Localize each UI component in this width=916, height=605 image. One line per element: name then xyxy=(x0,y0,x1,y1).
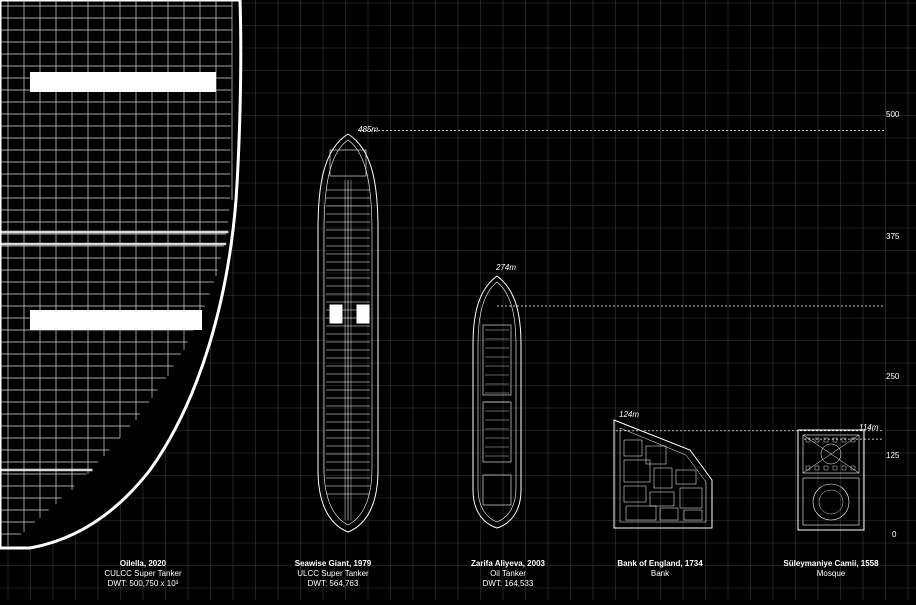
oilella-deck-block-upper xyxy=(30,72,216,92)
caption-dwt: DWT: 500,750 x 10³ xyxy=(107,579,179,588)
caption-oilella: Oilella, 2020 CULCC Super Tanker DWT: 50… xyxy=(58,559,228,589)
mosque-column xyxy=(814,437,820,443)
bank-room xyxy=(659,507,679,521)
caption-type: Oil Tanker xyxy=(490,569,526,578)
bank-room xyxy=(623,459,651,483)
length-label-seawise: 485m xyxy=(358,125,379,134)
seawise-giant-drawing xyxy=(317,133,379,533)
scale-tick-500: 500 xyxy=(886,110,900,119)
caption-dwt: DWT: 164,533 xyxy=(482,579,534,588)
caption-title: Oilella, 2020 xyxy=(119,559,167,568)
caption-title: Süleymaniye Camii, 1558 xyxy=(783,559,879,568)
mosque-column xyxy=(850,465,856,471)
caption-dwt: DWT: 564,763 xyxy=(307,579,359,588)
caption-title: Zarifa Aliyeva, 2003 xyxy=(471,559,545,568)
caption-title: Seawise Giant, 1979 xyxy=(294,559,372,568)
scale-tick-0: 0 xyxy=(892,530,897,539)
bank-room xyxy=(625,505,657,521)
mosque-column xyxy=(805,465,811,471)
mosque-column xyxy=(814,465,820,471)
caption-type: Bank xyxy=(650,569,670,578)
caption-suleymaniye-camii: Süleymaniye Camii, 1558 Mosque xyxy=(746,559,916,579)
oilella-deck-block-lower xyxy=(30,310,202,330)
scale-tick-250: 250 xyxy=(886,372,900,381)
mosque-column xyxy=(805,437,811,443)
oilella-hull-drawing xyxy=(0,0,243,550)
mosque-column xyxy=(832,465,838,471)
bank-room xyxy=(675,469,697,485)
bank-room xyxy=(679,487,703,509)
caption-type: Mosque xyxy=(816,569,846,578)
suleymaniye-camii-plan xyxy=(797,429,865,531)
bank-of-england-plan xyxy=(613,419,713,529)
mosque-column xyxy=(841,465,847,471)
scale-tick-375: 375 xyxy=(886,232,900,241)
mosque-column xyxy=(841,437,847,443)
caption-type: ULCC Super Tanker xyxy=(297,569,369,578)
mosque-column xyxy=(832,437,838,443)
mosque-column xyxy=(850,437,856,443)
caption-seawise-giant: Seawise Giant, 1979 ULCC Super Tanker DW… xyxy=(248,559,418,589)
bank-room xyxy=(649,491,675,507)
caption-title: Bank of England, 1734 xyxy=(617,559,703,568)
mosque-column xyxy=(823,465,829,471)
caption-zarifa-aliyeva: Zarifa Aliyeva, 2003 Oil Tanker DWT: 164… xyxy=(423,559,593,589)
length-label-zarifa: 274m xyxy=(496,263,517,272)
bank-room xyxy=(683,509,703,521)
scale-tick-125: 125 xyxy=(886,451,900,460)
zarifa-aliyeva-drawing xyxy=(472,275,522,529)
bank-room xyxy=(645,445,667,465)
bank-room xyxy=(623,485,647,503)
bank-room xyxy=(653,467,673,489)
length-label-bank: 124m xyxy=(619,410,640,419)
caption-type: CULCC Super Tanker xyxy=(104,569,182,578)
length-label-mosque: 114m xyxy=(859,423,879,432)
caption-bank-of-england: Bank of England, 1734 Bank xyxy=(575,559,745,579)
bank-room xyxy=(623,439,643,457)
mosque-column xyxy=(823,437,829,443)
